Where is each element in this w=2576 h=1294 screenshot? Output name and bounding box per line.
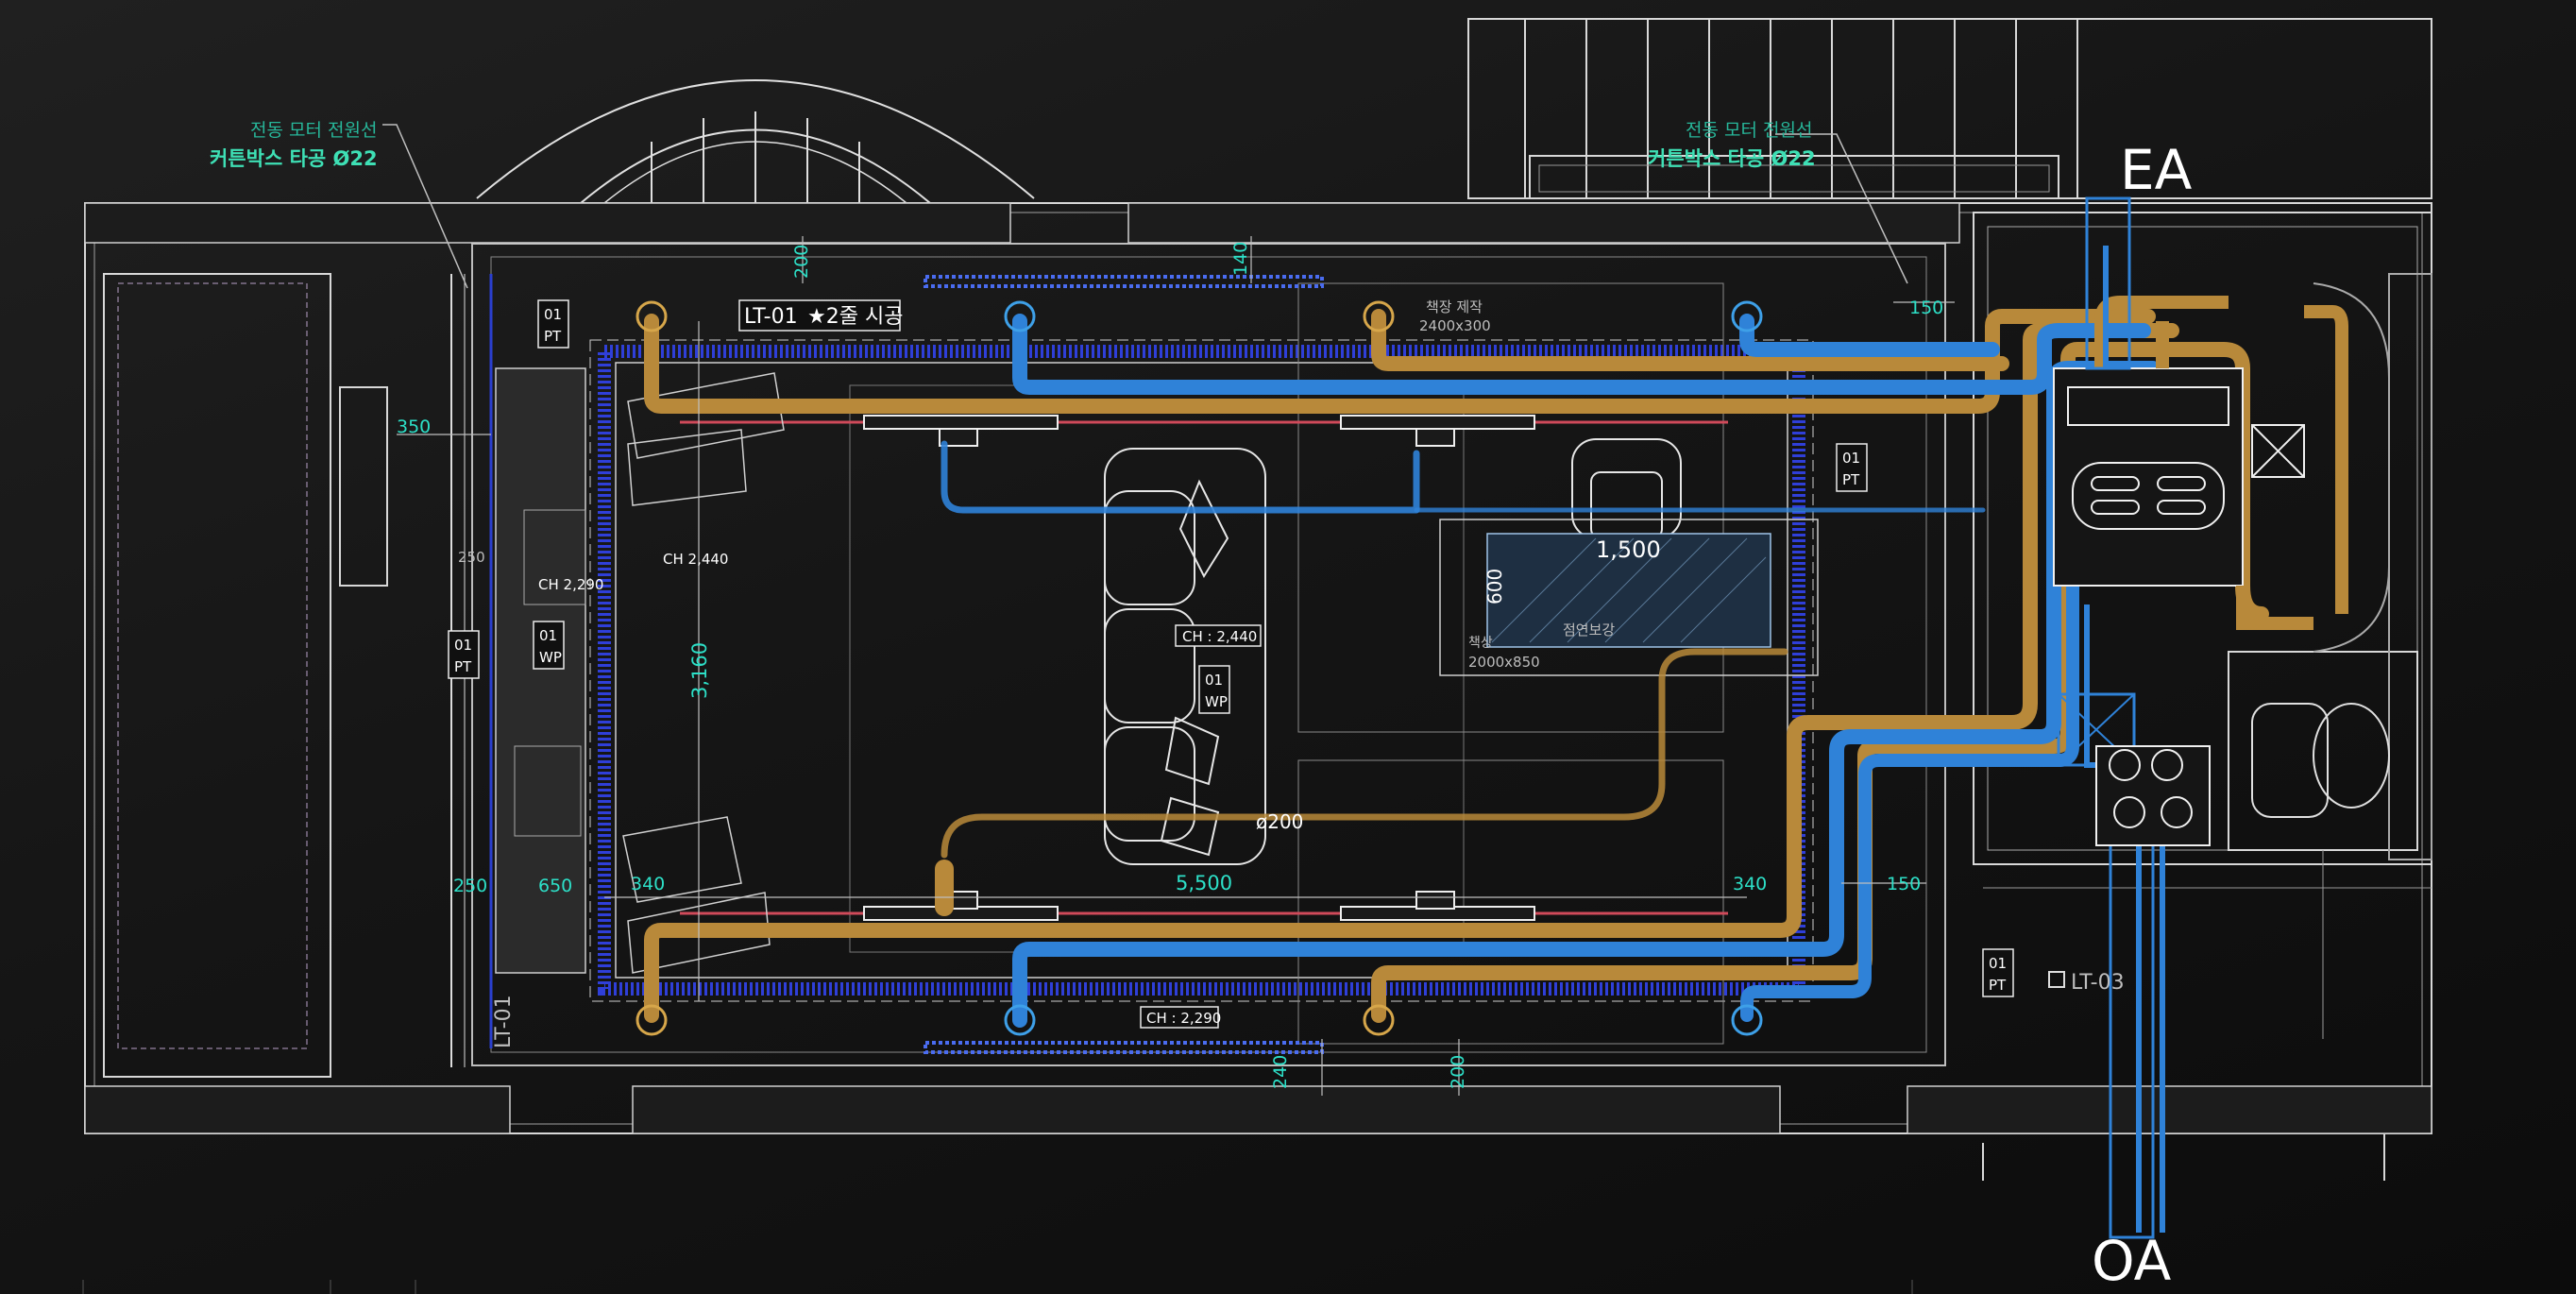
dim-250-top: 250 — [458, 549, 485, 566]
light-right-icon — [2048, 971, 2065, 988]
desk-finish: 점연보강 — [1563, 621, 1615, 638]
table-depth: 600 — [1483, 569, 1506, 604]
callout-left-line1: 전동 모터 전원선 — [250, 120, 377, 141]
tag-pt-d-num: 01 — [1989, 955, 2007, 972]
ea-duct-riser — [2085, 196, 2131, 370]
tag-pt-b-num: 01 — [454, 637, 472, 654]
light-right-label: LT-03 — [2071, 971, 2125, 995]
supply-ducts — [941, 314, 2161, 1028]
dimension-lines — [397, 236, 1955, 1096]
tag-wp-a-num: 01 — [539, 627, 557, 644]
bookshelf-note: 책장 제작 — [1426, 298, 1483, 315]
callout-right-line1: 전동 모터 전원선 — [1686, 120, 1812, 141]
built-in-cabinet — [450, 274, 586, 1067]
dim-650: 650 — [538, 876, 572, 896]
wall-bands — [84, 202, 2432, 1134]
callout-right-line2: 커튼박스 타공 Ø22 — [1648, 147, 1816, 170]
callout-left-line2: 커튼박스 타공 Ø22 — [210, 147, 378, 170]
light-label: LT-01 — [744, 305, 798, 329]
ceiling-height-3: CH : 2,440 — [1182, 628, 1257, 645]
curtain-tracks — [680, 275, 1728, 1054]
duct-size-label: ø200 — [1256, 810, 1303, 833]
ceiling-height-1: CH 2,440 — [663, 551, 728, 568]
dim-200-bottom: 200 — [1448, 1055, 1468, 1089]
desk-outline — [1439, 519, 1819, 676]
wall-linework — [84, 18, 2432, 1181]
tag-pt-c-num: 01 — [1842, 450, 1860, 467]
bookshelf-size: 2400x300 — [1419, 317, 1491, 334]
dim-150-right: 150 — [1887, 874, 1921, 894]
dim-350: 350 — [397, 417, 431, 437]
ceiling-outline — [598, 345, 1805, 996]
sofa — [1104, 448, 1266, 865]
tag-wp-b-num: 01 — [1205, 672, 1223, 689]
ceiling-height-2: CH 2,290 — [538, 576, 603, 593]
dim-340-left: 340 — [631, 874, 665, 894]
desk-note: 책상 — [1468, 636, 1493, 651]
dim-140-top: 140 — [1230, 242, 1251, 276]
linear-diffusers — [863, 415, 1535, 921]
light-side-label: LT-01 — [492, 995, 516, 1048]
light-note: ★2줄 시공 — [807, 305, 903, 329]
dim-250-bottom: 250 — [453, 876, 487, 896]
desk-size: 2000x850 — [1468, 654, 1540, 671]
erv-unit — [2053, 367, 2244, 587]
tag-wp-a-code: WP — [539, 649, 562, 666]
dim-200-top: 200 — [791, 245, 812, 279]
dim-150-top: 150 — [1909, 298, 1943, 318]
tag-pt-a-num: 01 — [544, 306, 562, 323]
dim-340-right: 340 — [1733, 874, 1767, 894]
dim-3160: 3,160 — [688, 642, 711, 699]
ceiling-inner-line — [615, 362, 1788, 979]
tag-pt-d-code: PT — [1989, 977, 2007, 994]
tag-pt-a-code: PT — [544, 328, 562, 345]
tag-pt-b-code: PT — [454, 658, 472, 675]
ceiling-height-4: CH : 2,290 — [1146, 1010, 1221, 1027]
dim-240-bottom: 240 — [1270, 1055, 1291, 1089]
tag-frames — [448, 299, 2014, 1029]
side-chairs — [622, 372, 785, 974]
arched-window — [476, 79, 1035, 204]
toilet — [2251, 703, 2390, 818]
ea-label: EA — [2120, 138, 2193, 202]
oa-label: OA — [2092, 1229, 2172, 1293]
armchair — [1571, 438, 1682, 539]
leader-lines — [382, 124, 1908, 289]
tag-wp-b-code: WP — [1205, 693, 1228, 710]
dim-5500: 5,500 — [1176, 872, 1232, 894]
table-width: 1,500 — [1596, 536, 1661, 563]
oa-duct-riser — [2109, 801, 2155, 1239]
diffusers — [636, 300, 1763, 1036]
exhaust-ducts — [644, 309, 2269, 1023]
desk-hatch — [1486, 533, 1771, 648]
gas-meter — [2095, 745, 2211, 846]
tag-pt-c-code: PT — [1842, 471, 1860, 488]
